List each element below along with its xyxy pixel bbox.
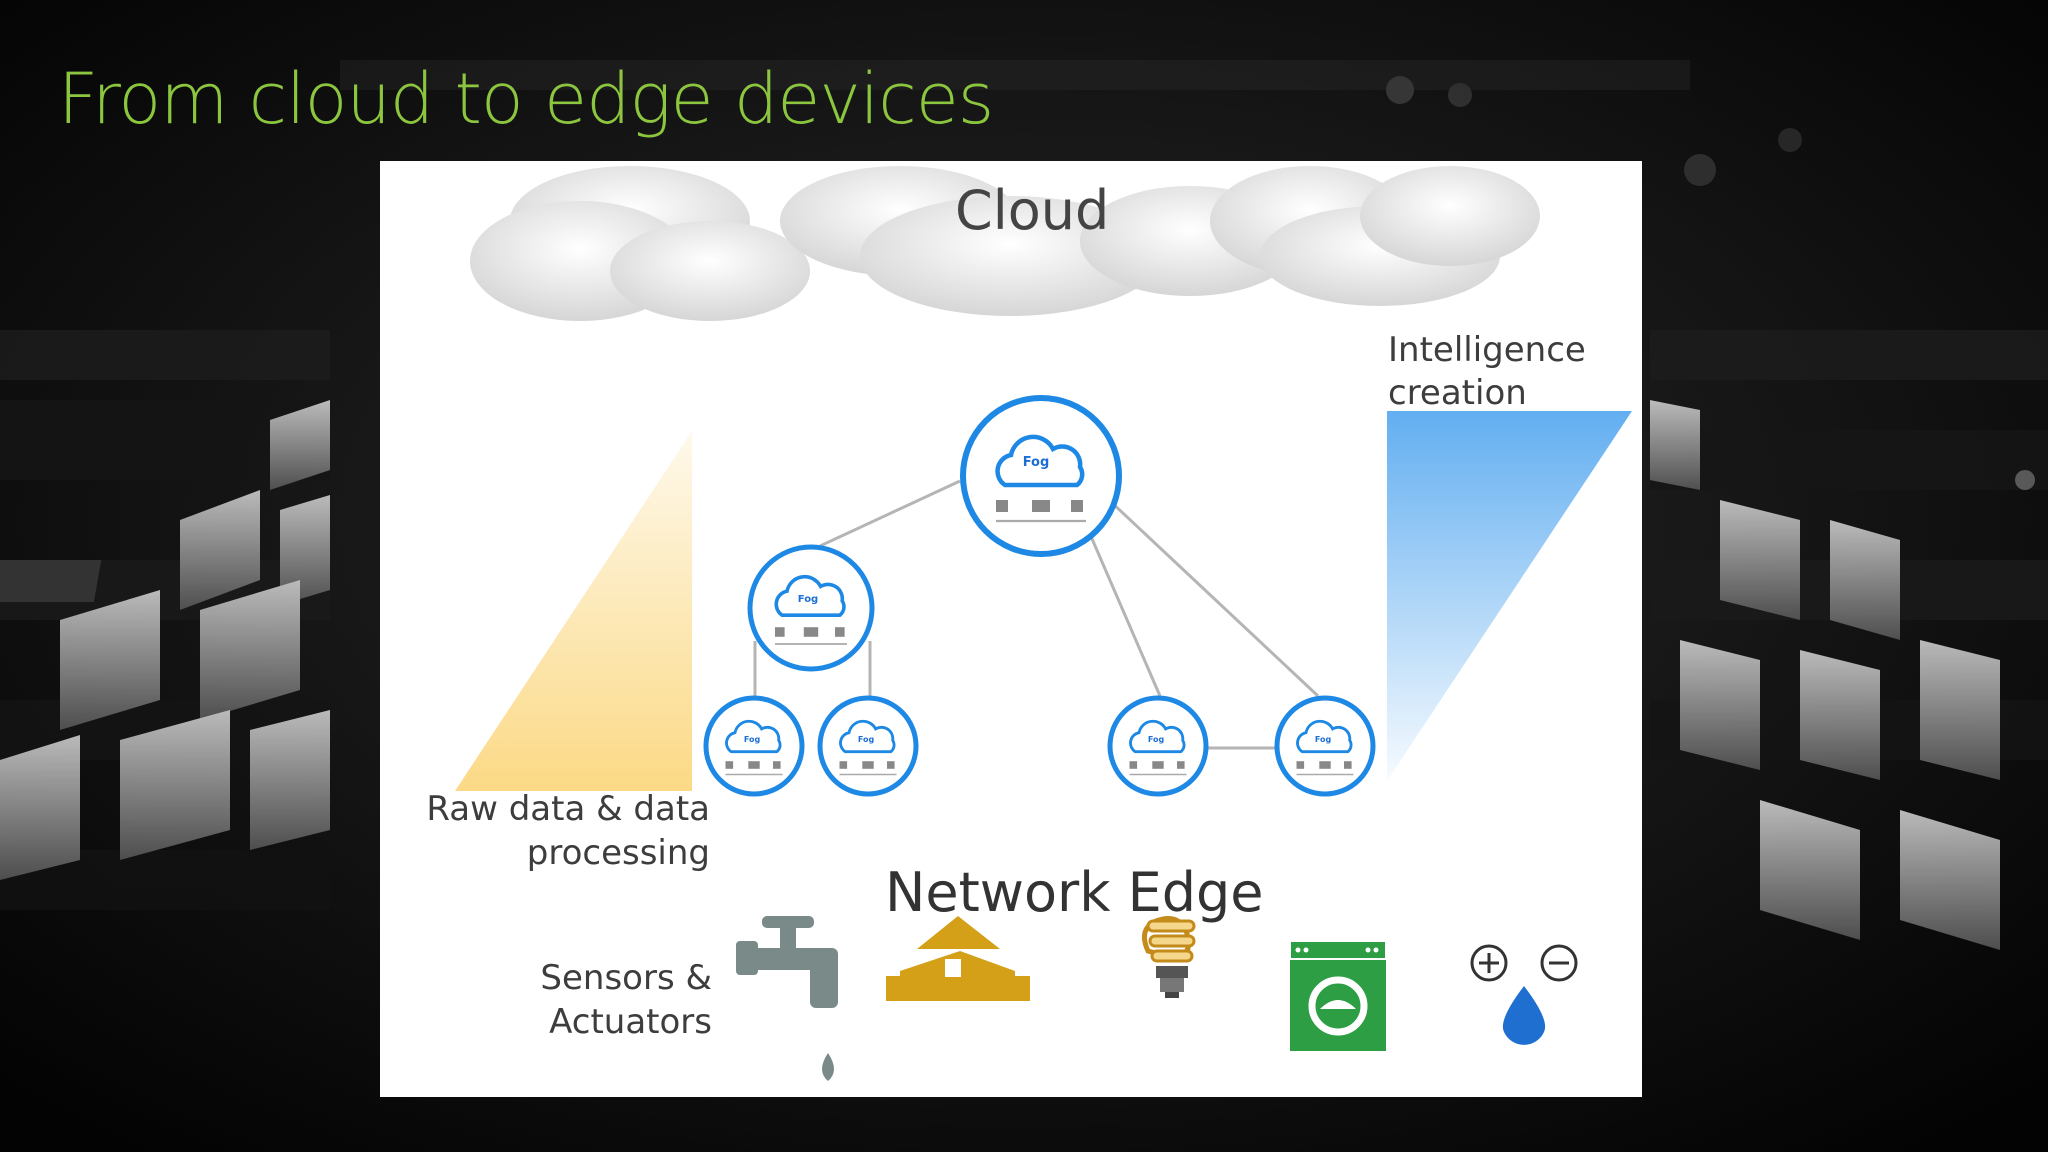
- svg-text:Fog: Fog: [1023, 455, 1050, 470]
- washing-machine-icon: [1289, 940, 1387, 1051]
- raw-data-label: Raw data & data processing: [426, 789, 710, 873]
- fog-node-leaf-1: Fog: [703, 695, 805, 797]
- fog-node-mid: Fog: [747, 544, 875, 672]
- svg-text:Fog: Fog: [858, 735, 875, 744]
- svg-text:Fog: Fog: [744, 735, 761, 744]
- raw-data-triangle: [455, 431, 692, 791]
- cloud-label: Cloud: [955, 179, 1110, 242]
- cloud-shapes: [470, 166, 1540, 321]
- house-icon: [886, 916, 1030, 1001]
- fog-node-leaf-3: Fog: [1107, 695, 1209, 797]
- svg-text:Fog: Fog: [1148, 735, 1165, 744]
- fog-node-leaf-2: Fog: [817, 695, 919, 797]
- svg-text:Fog: Fog: [1315, 735, 1332, 744]
- edge-computing-diagram: Fog Fog Fog Fog Fog Fog: [380, 161, 1642, 1097]
- intelligence-triangle: [1387, 411, 1632, 781]
- light-bulb-icon: [1141, 916, 1196, 998]
- slide-title: From cloud to edge devices: [58, 58, 994, 140]
- network-edge-label: Network Edge: [885, 861, 1264, 924]
- sensors-actuators-label: Sensors & Actuators: [540, 958, 712, 1042]
- fog-node-root: Fog: [960, 395, 1122, 557]
- faucet-icon: [736, 916, 838, 1081]
- water-drop-plus-minus-icon: [1470, 944, 1578, 1045]
- fog-node-leaf-4: Fog: [1274, 695, 1376, 797]
- svg-text:Fog: Fog: [798, 594, 818, 605]
- intelligence-creation-label: Intelligence creation: [1388, 330, 1586, 413]
